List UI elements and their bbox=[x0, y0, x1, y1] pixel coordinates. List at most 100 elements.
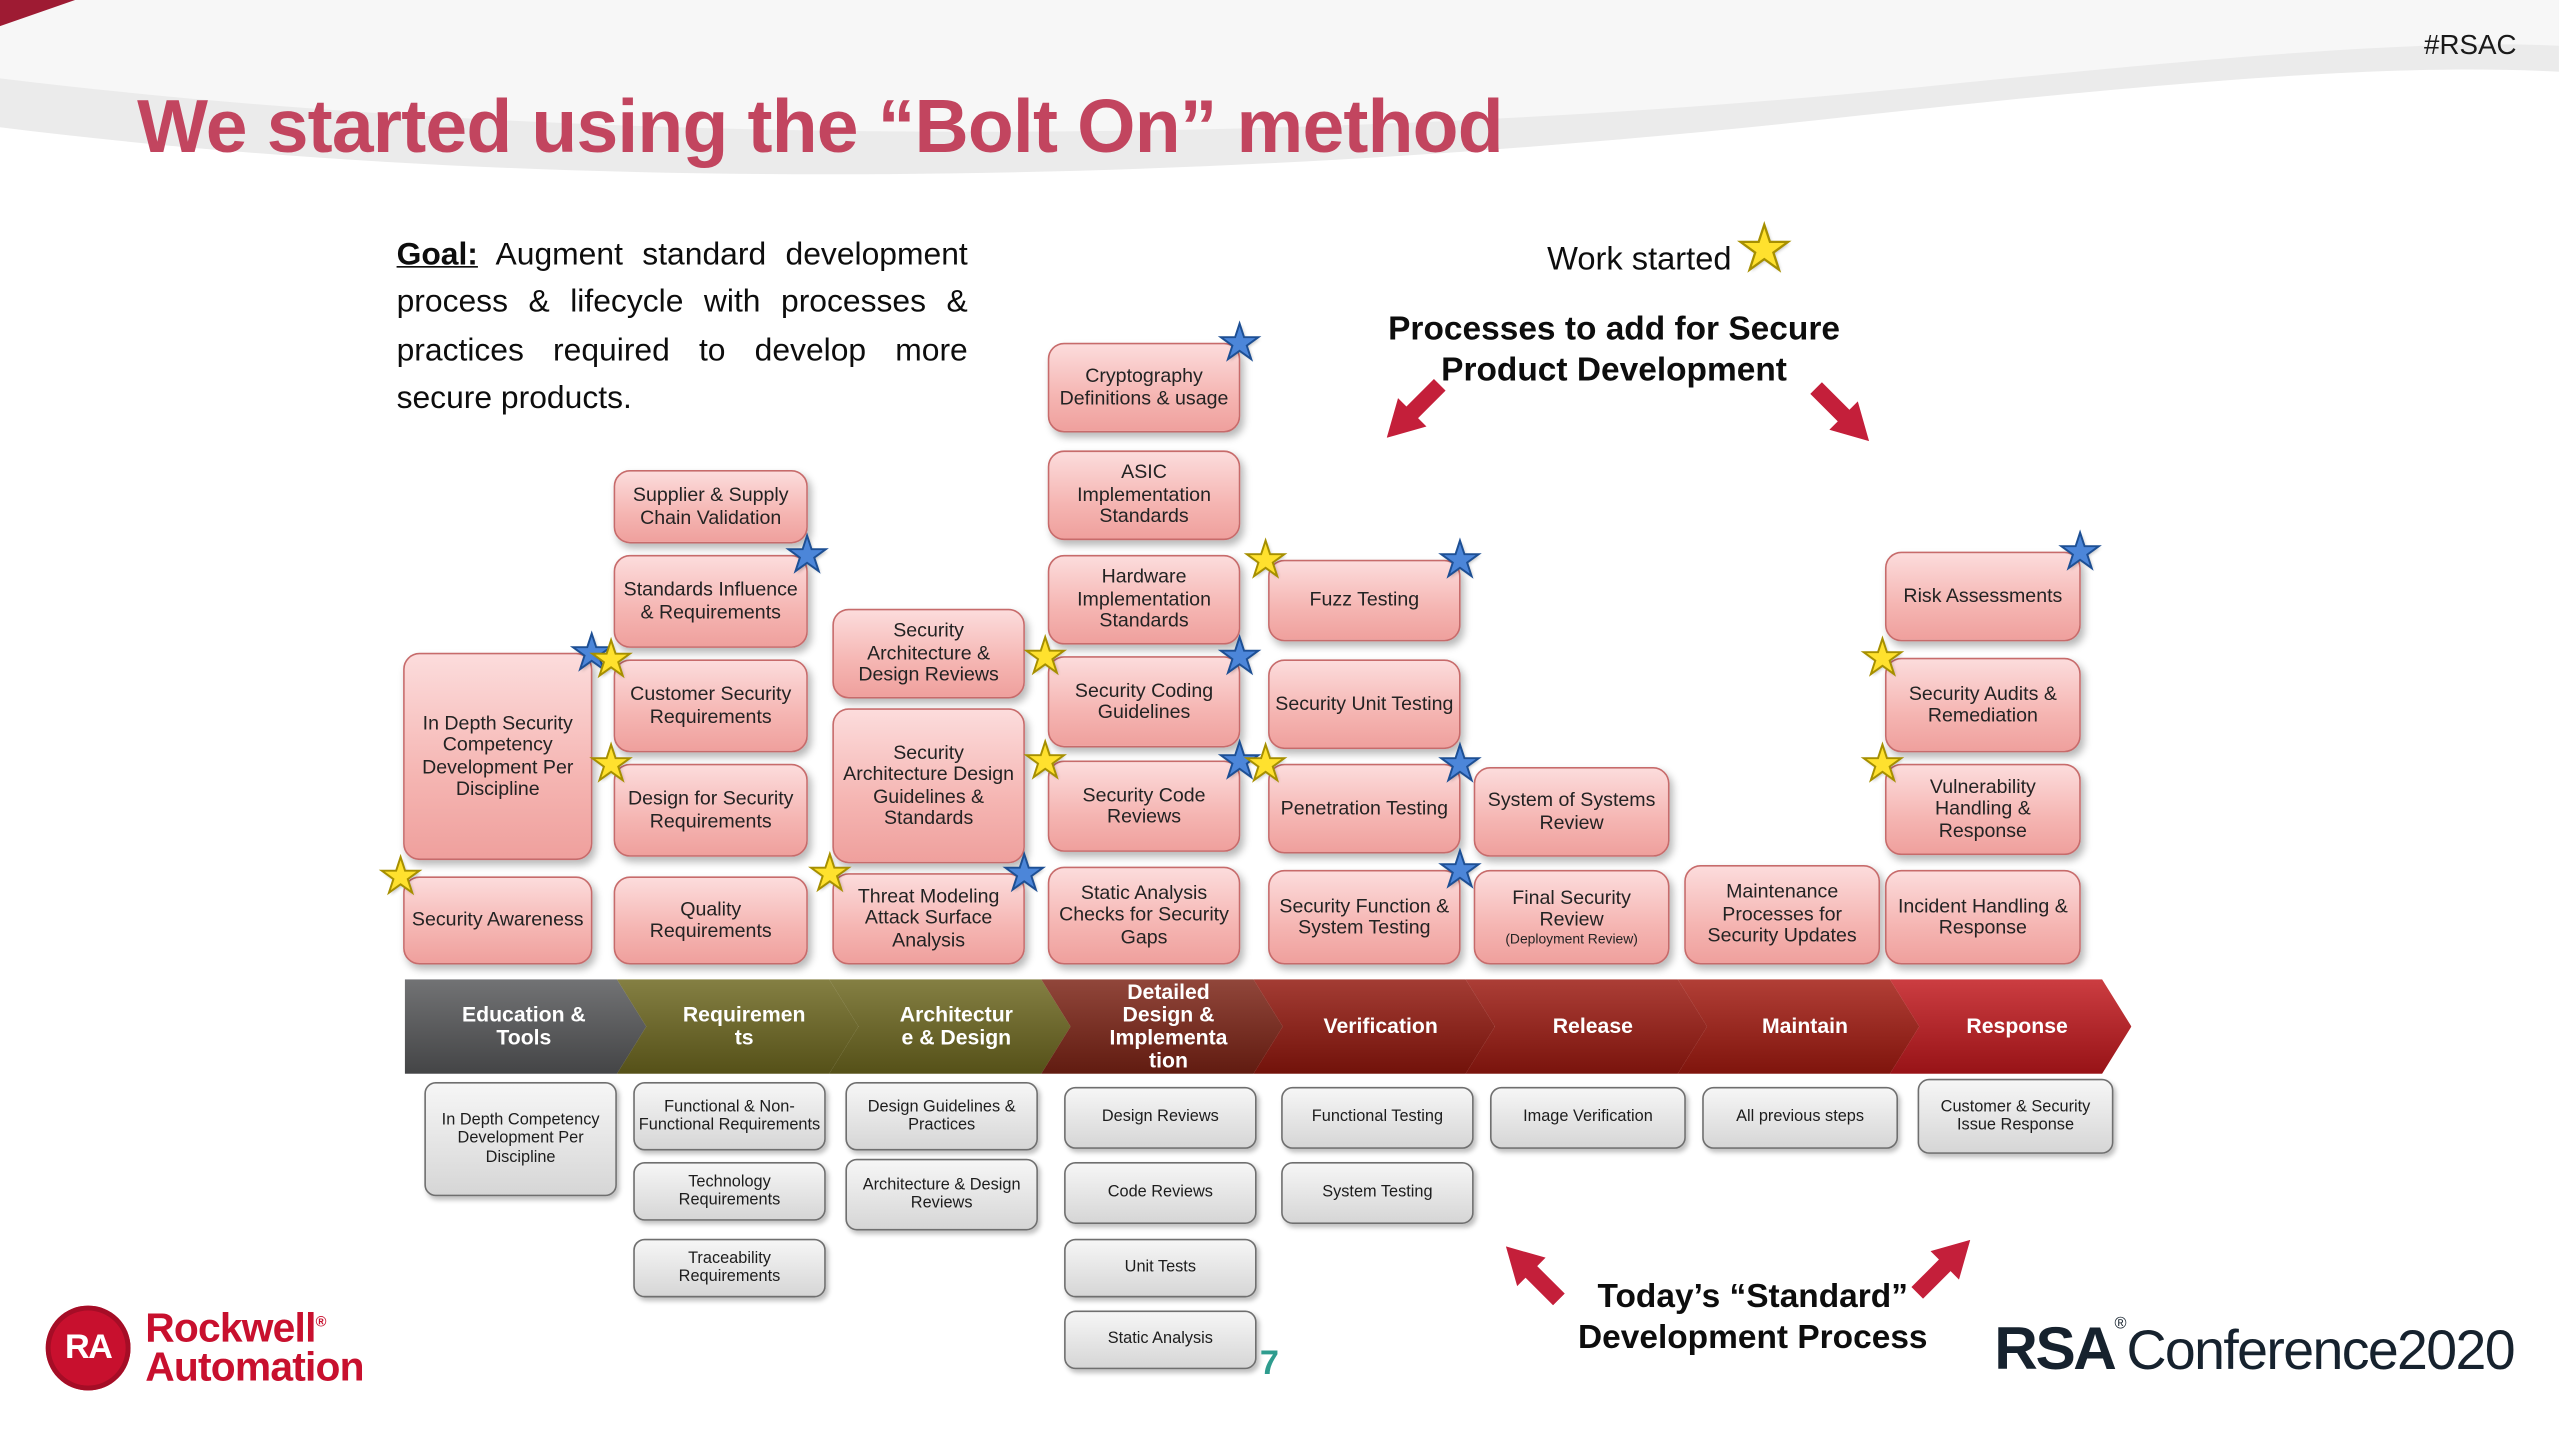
standard-process-box: Traceability Requirements bbox=[633, 1238, 826, 1298]
phase-label: Response bbox=[1966, 1013, 2068, 1038]
add-process-label: Security Function & System Testing bbox=[1279, 893, 1450, 939]
processes-to-add-heading: Processes to add for Secure Product Deve… bbox=[1388, 310, 1840, 388]
standard-process-label: Design Reviews bbox=[1101, 1108, 1219, 1127]
add-process-box: ASIC Implementation Standards bbox=[1047, 450, 1241, 541]
add-process-label: Security Coding Guidelines bbox=[1074, 678, 1214, 723]
standard-process-box: Design Guidelines & Practices bbox=[845, 1082, 1038, 1151]
add-process-label: Security Audits & Remediation bbox=[1908, 681, 2057, 727]
phase-label: Requiremen ts bbox=[682, 1001, 806, 1050]
add-process-label: Design for Security Requirements bbox=[628, 786, 794, 832]
add-process-box: Hardware Implementation Standards bbox=[1047, 554, 1241, 645]
add-process-box: Security Coding Guidelines★★ bbox=[1022, 631, 1263, 748]
add-process-label: Maintenance Processes for Security Updat… bbox=[1707, 880, 1857, 947]
add-process-box: Incident Handling & Response bbox=[1884, 869, 2081, 965]
add-process-label: Security Unit Testing bbox=[1275, 691, 1454, 715]
goal-label: Goal: bbox=[396, 236, 478, 273]
standard-process-label: All previous steps bbox=[1736, 1108, 1865, 1127]
standard-process-label: Functional Testing bbox=[1311, 1108, 1444, 1127]
goal-body: Augment standard development process & l… bbox=[396, 236, 968, 416]
rockwell-line1: Rockwell bbox=[145, 1304, 316, 1351]
blue-star-icon: ★ bbox=[569, 626, 615, 681]
add-process-box: Fuzz Testing★★ bbox=[1243, 535, 1483, 642]
standard-process-box: Technology Requirements bbox=[633, 1161, 826, 1221]
add-process-box: Maintenance Processes for Security Updat… bbox=[1684, 864, 1881, 965]
rockwell-line2: Automation bbox=[145, 1344, 364, 1391]
add-process-box: Risk Assessments ★ bbox=[1884, 527, 2103, 642]
phase-label: Release bbox=[1552, 1013, 1633, 1038]
standard-process-label: Static Analysis bbox=[1107, 1330, 1213, 1349]
add-process-box: Standards Influence & Requirements★ bbox=[613, 530, 830, 648]
standard-process-label: Code Reviews bbox=[1107, 1183, 1213, 1202]
phase-chevron: Verification bbox=[1253, 979, 1495, 1074]
standard-process-box: System Testing bbox=[1281, 1161, 1474, 1224]
standard-process-box: Design Reviews bbox=[1064, 1086, 1257, 1149]
standard-process-label: Architecture & Design Reviews bbox=[862, 1175, 1021, 1213]
rockwell-registered-mark: ® bbox=[315, 1312, 327, 1329]
add-process-label: Customer Security Requirements bbox=[630, 682, 792, 728]
phase-chevron: Requiremen ts bbox=[617, 979, 859, 1074]
add-process-box: Penetration Testing★★ bbox=[1243, 739, 1483, 854]
work-started-star-icon: ★ bbox=[1735, 215, 1793, 284]
add-process-box: Security Code Reviews★★ bbox=[1022, 736, 1263, 852]
add-process-label: Security Awareness bbox=[411, 907, 584, 931]
add-process-box: System of Systems Review bbox=[1473, 767, 1670, 857]
standard-process-box: Static Analysis bbox=[1064, 1310, 1257, 1370]
add-process-box: Security Unit Testing bbox=[1268, 659, 1461, 750]
rockwell-automation-logo: RA Rockwell® Automation bbox=[45, 1304, 365, 1391]
rockwell-monogram-icon: RA bbox=[45, 1305, 131, 1391]
add-process-label: Security Architecture Design Guidelines … bbox=[843, 740, 1015, 829]
rockwell-wordmark: Rockwell® Automation bbox=[145, 1304, 364, 1391]
goal-text: Goal: Augment standard development proce… bbox=[397, 232, 968, 423]
rsa-wordmark: RSA bbox=[1994, 1315, 2117, 1383]
phase-chevron: Architectur e & Design bbox=[829, 979, 1071, 1074]
work-started-star-icon: ★ bbox=[1860, 631, 1906, 686]
add-process-label: System of Systems Review bbox=[1487, 788, 1656, 834]
add-process-label: Threat Modeling Attack Surface Analysis bbox=[857, 884, 1000, 951]
standard-process-box: Architecture & Design Reviews bbox=[845, 1158, 1038, 1231]
add-process-box: Security Awareness★ bbox=[378, 852, 593, 965]
standard-process-label: Image Verification bbox=[1523, 1108, 1653, 1127]
add-process-box: Cryptography Definitions & usage★ bbox=[1047, 318, 1263, 433]
add-process-box: Threat Modeling Attack Surface Analysis★… bbox=[807, 848, 1047, 965]
add-process-box: Static Analysis Checks for Security Gaps bbox=[1047, 866, 1241, 965]
phase-chevron: Maintain bbox=[1678, 979, 1920, 1074]
add-process-label: Risk Assessments bbox=[1903, 583, 2063, 607]
add-process-label: Security Architecture & Design Reviews bbox=[858, 619, 999, 686]
add-process-label: Supplier & Supply Chain Validation bbox=[632, 483, 789, 528]
add-process-sublabel: (Deployment Review) bbox=[1505, 929, 1638, 947]
standard-process-label: Design Guidelines & Practices bbox=[867, 1097, 1016, 1135]
standard-process-box: Image Verification bbox=[1490, 1086, 1686, 1149]
phase-label: Education & Tools bbox=[461, 1001, 586, 1050]
phase-label: Detailed Design & Implementa tion bbox=[1109, 979, 1228, 1073]
add-process-box: Quality Requirements bbox=[613, 876, 808, 965]
standard-process-box: In Depth Competency Development Per Disc… bbox=[424, 1082, 617, 1197]
add-process-label: ASIC Implementation Standards bbox=[1077, 460, 1211, 528]
standard-process-label: System Testing bbox=[1322, 1183, 1433, 1202]
add-process-box: Security Audits & Remediation★ bbox=[1860, 633, 2081, 753]
standard-process-label: Functional & Non-Functional Requirements bbox=[638, 1097, 821, 1135]
standard-process-label: Technology Requirements bbox=[678, 1172, 781, 1210]
phase-label: Maintain bbox=[1761, 1013, 1849, 1038]
rsac-hashtag: #RSAC bbox=[2424, 29, 2517, 61]
work-started-star-icon: ★ bbox=[1243, 533, 1289, 588]
standard-process-box: Functional & Non-Functional Requirements bbox=[633, 1082, 826, 1151]
blue-star-icon: ★ bbox=[2057, 525, 2103, 580]
add-process-label: Fuzz Testing bbox=[1309, 587, 1420, 611]
rsa-registered-mark: ® bbox=[2114, 1315, 2127, 1334]
phase-chevron: Response bbox=[1890, 979, 2132, 1074]
work-started-label: Work started bbox=[1547, 241, 1732, 278]
add-process-box: Final Security Review(Deployment Review) bbox=[1473, 869, 1670, 965]
add-process-label: Final Security Review bbox=[1512, 885, 1631, 931]
standard-process-label: Unit Tests bbox=[1124, 1258, 1197, 1277]
add-process-box: Customer Security Requirements★ bbox=[588, 635, 808, 753]
add-process-box: Security Function & System Testing★ bbox=[1268, 845, 1483, 965]
standard-process-label: Customer & Security Issue Response bbox=[1940, 1097, 2091, 1135]
add-process-label: In Depth Security Competency Development… bbox=[422, 710, 574, 800]
add-process-label: Quality Requirements bbox=[649, 896, 772, 942]
add-process-box: Design for Security Requirements★ bbox=[588, 739, 808, 857]
rsa-conference-year: Conference2020 bbox=[2126, 1320, 2515, 1383]
add-process-label: Incident Handling & Response bbox=[1897, 893, 2068, 939]
add-process-box: In Depth Security Competency Development… bbox=[403, 628, 615, 861]
rsa-conference-logo: RSA®Conference2020 bbox=[1994, 1315, 2515, 1384]
